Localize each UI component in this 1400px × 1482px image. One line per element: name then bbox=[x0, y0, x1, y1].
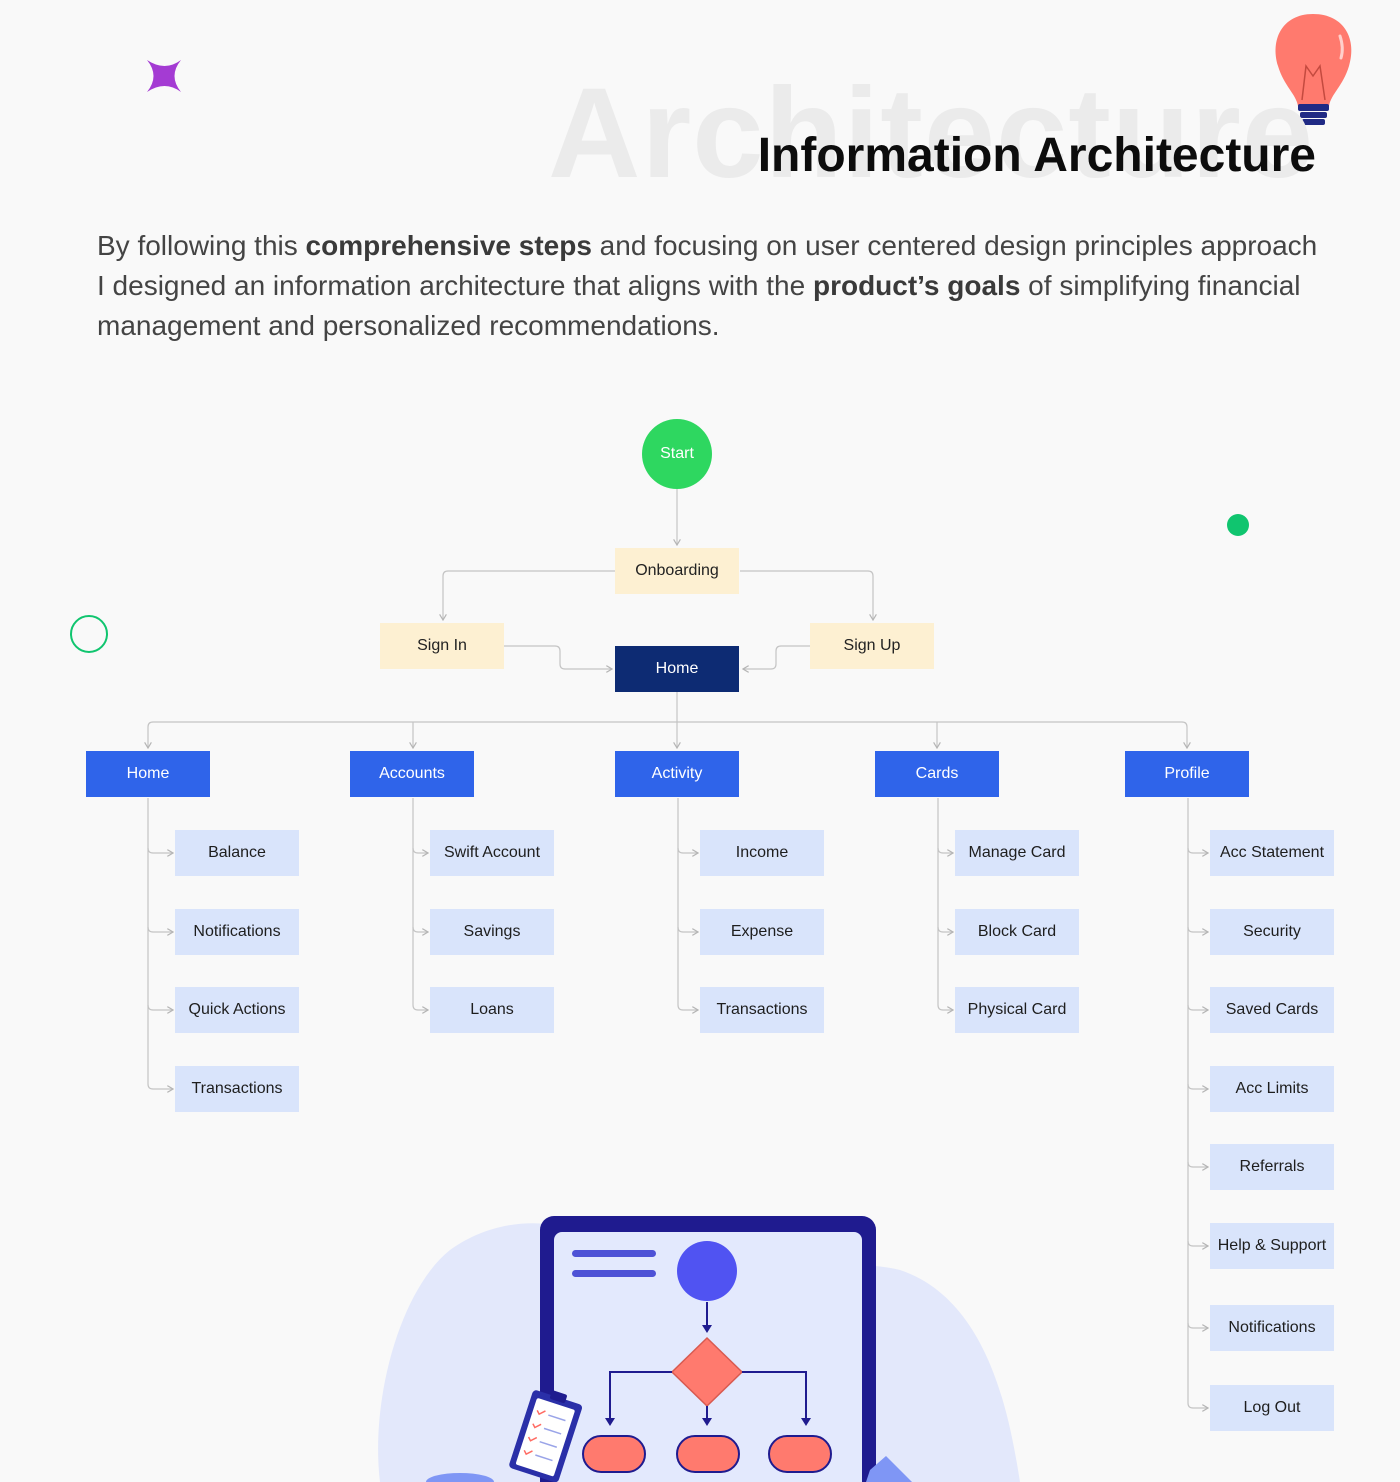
branch-connector bbox=[147, 1004, 173, 1010]
sign-up-node: Sign Up bbox=[810, 623, 934, 669]
branch-connector bbox=[147, 926, 173, 932]
branch-connector bbox=[677, 926, 698, 932]
section-item: Acc Statement bbox=[1210, 830, 1334, 876]
branch-connector bbox=[1187, 926, 1208, 932]
branch-connector bbox=[412, 1004, 428, 1010]
section-item: Block Card bbox=[955, 909, 1079, 955]
branch-connector bbox=[1187, 1402, 1208, 1408]
home-root-node: Home bbox=[615, 646, 739, 692]
branch-connector bbox=[937, 847, 953, 853]
branch-connector bbox=[412, 847, 428, 853]
section-item: Log Out bbox=[1210, 1385, 1334, 1431]
section-item: Quick Actions bbox=[175, 987, 299, 1033]
section-item: Loans bbox=[430, 987, 554, 1033]
section-header: Profile bbox=[1125, 751, 1249, 797]
branch-connector bbox=[147, 847, 173, 853]
branch-connector bbox=[677, 847, 698, 853]
section-item: Savings bbox=[430, 909, 554, 955]
section-item: Security bbox=[1210, 909, 1334, 955]
intro-bold-2: product’s goals bbox=[812, 270, 1021, 301]
intro-text-2: and focusing on user centered design pri… bbox=[97, 230, 1318, 301]
onboarding-node: Onboarding bbox=[615, 548, 739, 594]
section-item: Balance bbox=[175, 830, 299, 876]
section-item: Manage Card bbox=[955, 830, 1079, 876]
sparkle-icon bbox=[147, 60, 181, 92]
branch-connector bbox=[1187, 1240, 1208, 1246]
branch-connector bbox=[147, 1083, 173, 1089]
sign-in-node: Sign In bbox=[380, 623, 504, 669]
branch-connector bbox=[1187, 1161, 1208, 1167]
branch-connector bbox=[1187, 847, 1208, 853]
lightbulb-icon bbox=[1275, 14, 1352, 125]
intro-text-1: By following this bbox=[97, 230, 306, 261]
section-header: Home bbox=[86, 751, 210, 797]
branch-connector bbox=[937, 1004, 953, 1010]
branch-connector bbox=[937, 926, 953, 932]
section-item: Help & Support bbox=[1210, 1223, 1334, 1269]
start-node: Start bbox=[642, 419, 712, 489]
branch-connector bbox=[677, 1004, 698, 1010]
branch-connector bbox=[1187, 1004, 1208, 1010]
section-header: Accounts bbox=[350, 751, 474, 797]
branch-connector bbox=[412, 926, 428, 932]
page-title: Information Architecture bbox=[757, 129, 1316, 182]
branch-connector bbox=[1187, 1322, 1208, 1328]
intro-bold-1: comprehensive steps bbox=[305, 230, 592, 261]
section-item: Expense bbox=[700, 909, 824, 955]
section-item: Notifications bbox=[175, 909, 299, 955]
section-header: Cards bbox=[875, 751, 999, 797]
flowchart-illustration bbox=[378, 1216, 1020, 1482]
intro-paragraph: By following this comprehensive steps an… bbox=[97, 226, 1327, 346]
dot-decoration bbox=[1227, 514, 1249, 536]
section-item: Swift Account bbox=[430, 830, 554, 876]
section-item: Acc Limits bbox=[1210, 1066, 1334, 1112]
section-item: Transactions bbox=[700, 987, 824, 1033]
watermark-text: Architecture bbox=[548, 62, 1314, 205]
branch-connector bbox=[1187, 1083, 1208, 1089]
ring-decoration bbox=[70, 615, 108, 653]
intro-text-3: of simplifying financial management and … bbox=[97, 270, 1301, 341]
section-item: Notifications bbox=[1210, 1305, 1334, 1351]
section-item: Transactions bbox=[175, 1066, 299, 1112]
section-item: Income bbox=[700, 830, 824, 876]
section-item: Referrals bbox=[1210, 1144, 1334, 1190]
section-item: Saved Cards bbox=[1210, 987, 1334, 1033]
section-item: Physical Card bbox=[955, 987, 1079, 1033]
section-header: Activity bbox=[615, 751, 739, 797]
